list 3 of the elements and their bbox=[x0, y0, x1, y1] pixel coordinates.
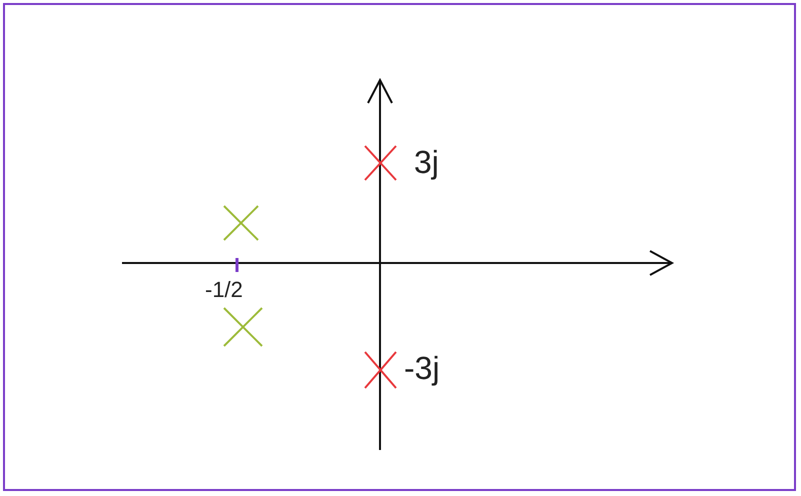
axis-value-label: -3j bbox=[404, 352, 440, 384]
axis-value-label: -1/2 bbox=[205, 279, 243, 301]
axis-value-label: 3j bbox=[414, 146, 439, 178]
